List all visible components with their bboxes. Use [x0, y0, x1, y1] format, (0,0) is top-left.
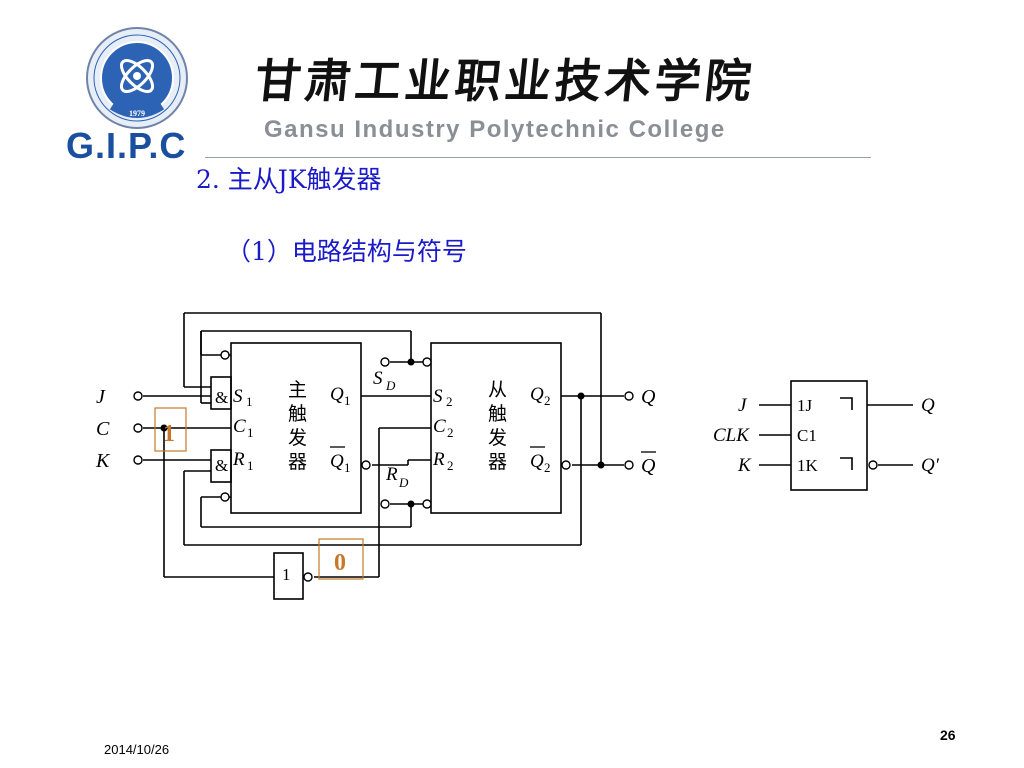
master-label-1: 主	[288, 379, 307, 401]
college-name-en: Gansu Industry Polytechnic College	[264, 116, 726, 143]
college-abbreviation: G.I.P.C	[66, 125, 187, 166]
master-r-sub: 1	[247, 458, 254, 473]
postponed-output-mark-bottom	[840, 457, 853, 470]
output-q-label: Q	[641, 386, 656, 408]
section-title: 2. 主从JK触发器	[196, 165, 382, 194]
set-direct-label: S	[373, 368, 383, 389]
college-emblem: 1979	[86, 27, 188, 129]
set-direct-sub: D	[385, 378, 396, 393]
master-q-sub: 1	[344, 393, 351, 408]
and-mark-top: &	[215, 388, 228, 407]
master-q-pin: Q	[330, 384, 344, 405]
and-gate-bottom	[210, 449, 232, 483]
symbol-output-q-prime: Q′	[921, 455, 940, 476]
symbol-input-k: K	[737, 455, 752, 476]
footer-date: 2014/10/26	[104, 742, 170, 757]
symbol-pin-k: 1K	[797, 456, 819, 475]
section-subtitle: （1）电路结构与符号	[226, 237, 467, 266]
inverter-gate	[273, 552, 304, 600]
slave-qbar-pin: Q	[530, 451, 544, 472]
symbol-input-j: J	[738, 395, 748, 416]
master-label-3: 发	[288, 427, 307, 449]
slave-qbar-sub: 2	[544, 460, 551, 475]
slave-c-sub: 2	[447, 425, 454, 440]
master-qbar-pin: Q	[330, 451, 344, 472]
slave-s-sub: 2	[446, 394, 453, 409]
slave-label-1: 从	[488, 380, 507, 401]
slave-label-2: 触	[488, 403, 507, 425]
inverter-marker-box	[318, 538, 364, 580]
slave-c-pin: C	[433, 416, 446, 437]
reset-direct-sub: D	[398, 475, 409, 490]
slave-label-4: 器	[488, 452, 507, 473]
and-gate-top	[210, 376, 232, 410]
symbol-pin-c: C1	[797, 426, 817, 445]
master-label-2: 触	[288, 403, 307, 425]
inverter-marker: 0	[334, 550, 346, 576]
output-qbar-label: Q	[641, 455, 656, 477]
master-r-pin: R	[232, 449, 245, 470]
page-number: 26	[940, 727, 956, 743]
master-label-4: 器	[288, 452, 307, 473]
input-j-label: J	[96, 386, 106, 408]
and-mark-bottom: &	[215, 456, 228, 475]
slave-s-pin: S	[433, 386, 443, 407]
slave-q-sub: 2	[544, 393, 551, 408]
master-s-sub: 1	[246, 394, 253, 409]
master-c-sub: 1	[247, 425, 254, 440]
master-c-pin: C	[233, 416, 246, 437]
clock-marker-box	[154, 407, 187, 452]
slave-label-3: 发	[488, 427, 507, 449]
reset-direct-label: R	[385, 464, 398, 485]
postponed-output-mark-top	[840, 397, 853, 410]
symbol-output-q: Q	[921, 395, 935, 416]
slave-q-pin: Q	[530, 384, 544, 405]
master-qbar-sub: 1	[344, 460, 351, 475]
input-k-label: K	[95, 450, 111, 472]
symbol-pin-j: 1J	[797, 396, 813, 415]
inverter-label: 1	[282, 565, 291, 584]
emblem-year: 1979	[129, 109, 145, 118]
clock-marker: 1	[163, 421, 175, 447]
header-divider	[205, 157, 871, 158]
input-c-label: C	[96, 418, 110, 440]
slave-r-sub: 2	[447, 458, 454, 473]
master-s-pin: S	[233, 386, 243, 407]
slave-r-pin: R	[432, 449, 445, 470]
symbol-input-clk: CLK	[713, 425, 750, 446]
